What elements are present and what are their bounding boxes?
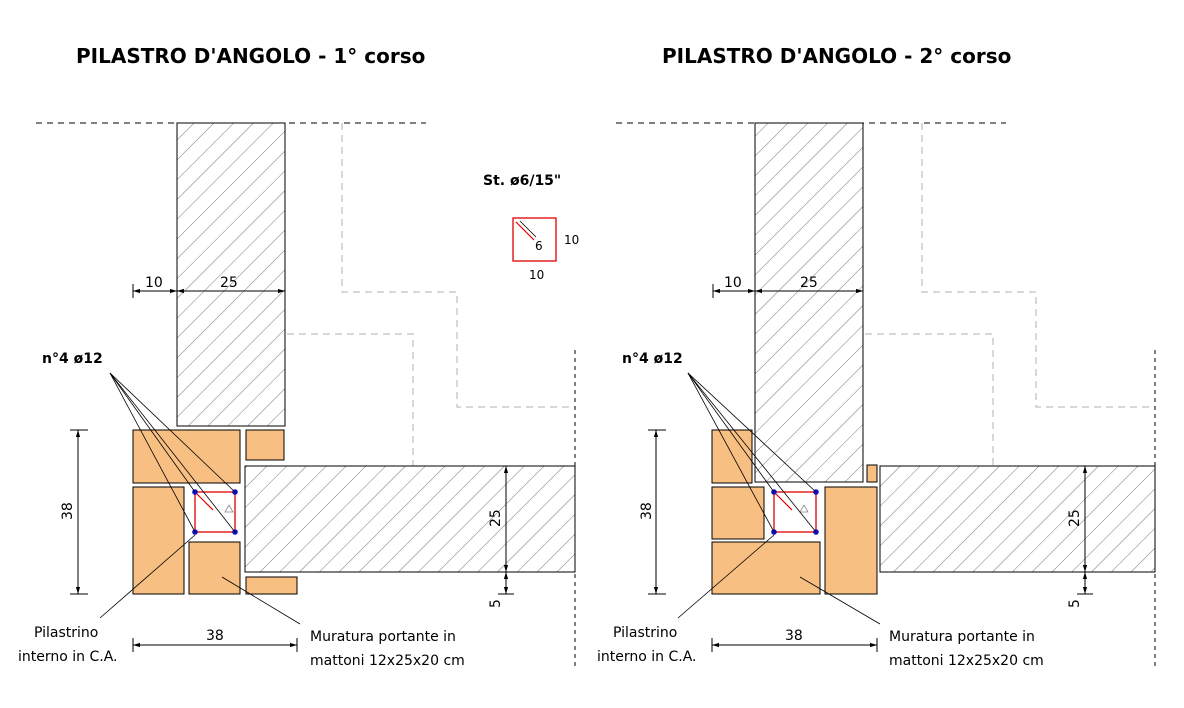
right-dim-vertical: 38 [639,429,666,595]
right-pillar [769,487,821,539]
stirrup-detail: St. ø6/15" 6 10 10 [483,173,579,282]
brick [824,486,878,595]
stirrup-side-bottom: 10 [529,268,544,282]
brick [711,429,753,484]
right-stirrup [773,491,817,533]
brick [132,429,241,484]
right-hidden-outline-outer [921,123,1155,408]
brick [245,576,298,595]
right-dim-bottom: 38 [711,628,878,652]
left-pillar-callout: Pilastrino interno in C.A. [18,534,196,665]
left-masonry-label-line2: mattoni 12x25x20 cm [310,653,465,669]
brick [711,486,765,540]
triangle-icon [799,504,809,513]
left-masonry-label-line1: Muratura portante in [310,629,456,645]
right-bricks [711,429,878,595]
right-dim-right: 25 5 [1067,465,1093,608]
brick [245,429,285,461]
right-dim-25-top: 25 [800,275,818,291]
left-dim-right: 25 5 [488,465,514,608]
right-pillar-label-line2: interno in C.A. [597,649,696,665]
right-dim-top: 10 25 [712,275,863,298]
stirrup-detail-square [512,217,557,262]
stirrup-label: St. ø6/15" [483,173,561,189]
brick [711,541,821,595]
right-masonry-callout: Muratura portante in mattoni 12x25x20 cm [799,576,1044,669]
stirrup-hook: 6 [535,239,543,253]
left-title: PILASTRO D'ANGOLO - 1° corso [76,44,425,68]
right-title: PILASTRO D'ANGOLO - 2° corso [662,44,1011,68]
left-hidden-outline-outer [341,123,575,408]
left-hidden-outline-inner [287,333,414,466]
left-dim-5: 5 [488,599,504,608]
brick [132,486,185,595]
left-dim-38-vertical: 38 [60,502,76,520]
left-drawing: PILASTRO D'ANGOLO - 1° corso [18,44,576,670]
left-dim-top: 10 25 [132,275,285,298]
right-dim-10: 10 [724,275,742,291]
left-dim-10: 10 [145,275,163,291]
stirrup-side-right: 10 [564,233,579,247]
left-bricks [132,429,298,595]
left-rebar-label: n°4 ø12 [42,351,103,367]
right-pillar-label-line1: Pilastrino [613,625,677,641]
left-dim-bottom: 38 [132,628,298,652]
left-horizontal-wall [244,465,576,573]
left-masonry-callout: Muratura portante in mattoni 12x25x20 cm [221,576,465,669]
triangle-icon [224,504,234,513]
left-pillar-label-line2: interno in C.A. [18,649,117,665]
right-pillar-callout: Pilastrino interno in C.A. [597,534,775,665]
right-rebar-callout: n°4 ø12 [622,351,817,533]
right-masonry-label-line1: Muratura portante in [889,629,1035,645]
right-vertical-wall [754,122,864,483]
right-horizontal-wall [879,465,1156,573]
left-pillar [190,487,241,538]
right-dim-38-vertical: 38 [639,502,655,520]
right-hidden-outline-inner [865,333,994,466]
right-dim-5: 5 [1067,599,1083,608]
right-dim-25-right: 25 [1067,509,1083,527]
left-dim-vertical: 38 [60,429,88,595]
left-vertical-wall [176,122,286,427]
left-stirrup [194,491,236,533]
right-rebar-label: n°4 ø12 [622,351,683,367]
right-drawing: PILASTRO D'ANGOLO - 2° corso [597,44,1156,670]
left-dim-38-horizontal: 38 [206,628,224,644]
left-rebar-callout: n°4 ø12 [42,351,236,533]
brick [188,541,241,595]
left-dim-25-top: 25 [220,275,238,291]
right-masonry-label-line2: mattoni 12x25x20 cm [889,653,1044,669]
right-dim-38-horizontal: 38 [785,628,803,644]
left-dim-25-right: 25 [488,509,504,527]
left-pillar-label-line1: Pilastrino [34,625,98,641]
brick [866,464,878,483]
